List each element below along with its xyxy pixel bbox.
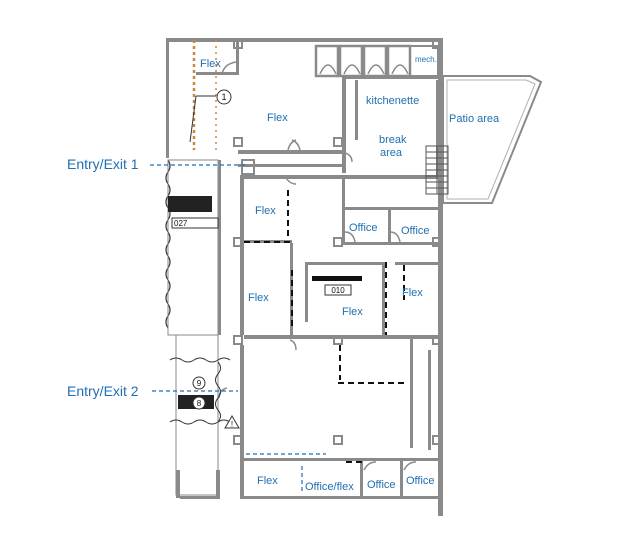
room-label-office-a: Office bbox=[349, 222, 378, 234]
building-walls bbox=[166, 38, 443, 516]
restrooms bbox=[314, 44, 439, 78]
room-label-flex-right: Flex bbox=[402, 287, 423, 299]
marker-8: 8 bbox=[192, 396, 206, 410]
room-label-office-flex: Office/flex bbox=[305, 481, 354, 493]
room-label-flex-center: Flex bbox=[342, 306, 363, 318]
room-label-flex-lower-left: Flex bbox=[248, 292, 269, 304]
marker-8-label: 8 bbox=[197, 399, 202, 408]
marker-1-label: 1 bbox=[221, 92, 226, 102]
corridor-left: 027 bbox=[165, 40, 231, 498]
room-010-tag-box bbox=[324, 284, 352, 296]
room-label-office-d: Office bbox=[406, 475, 435, 487]
dashed-partitions bbox=[244, 190, 405, 463]
room-label-kitchenette: kitchenette bbox=[366, 95, 419, 107]
marker-9: 9 bbox=[192, 376, 206, 390]
marker-9-label: 9 bbox=[197, 379, 202, 388]
room-027-tag: 027 bbox=[174, 219, 188, 228]
patio bbox=[425, 75, 543, 204]
room-label-flex-upper: Flex bbox=[267, 112, 288, 124]
entry-lines bbox=[150, 164, 326, 492]
marker-1: 1 bbox=[189, 89, 232, 143]
room-label-flex-bottom: Flex bbox=[257, 475, 278, 487]
room-label-flex-mid-left: Flex bbox=[255, 205, 276, 217]
redaction-bar bbox=[312, 276, 362, 281]
entry-exit-2-label: Entry/Exit 2 bbox=[67, 383, 139, 399]
room-label-office-b: Office bbox=[401, 225, 430, 237]
entry-exit-1-label: Entry/Exit 1 bbox=[67, 156, 139, 172]
room-010-tag: 010 bbox=[331, 286, 345, 295]
room-label-patio: Patio area bbox=[449, 113, 500, 125]
warning-icon: ! bbox=[224, 415, 240, 429]
room-label-mech: mech. bbox=[415, 55, 437, 64]
room-label-office-c: Office bbox=[367, 479, 396, 491]
svg-text:!: ! bbox=[231, 420, 233, 429]
room-label-break-2: area bbox=[380, 147, 403, 159]
room-label-break-1: break bbox=[379, 134, 407, 146]
staircase bbox=[425, 145, 449, 195]
room-label-flex-top-small: Flex bbox=[200, 58, 221, 70]
